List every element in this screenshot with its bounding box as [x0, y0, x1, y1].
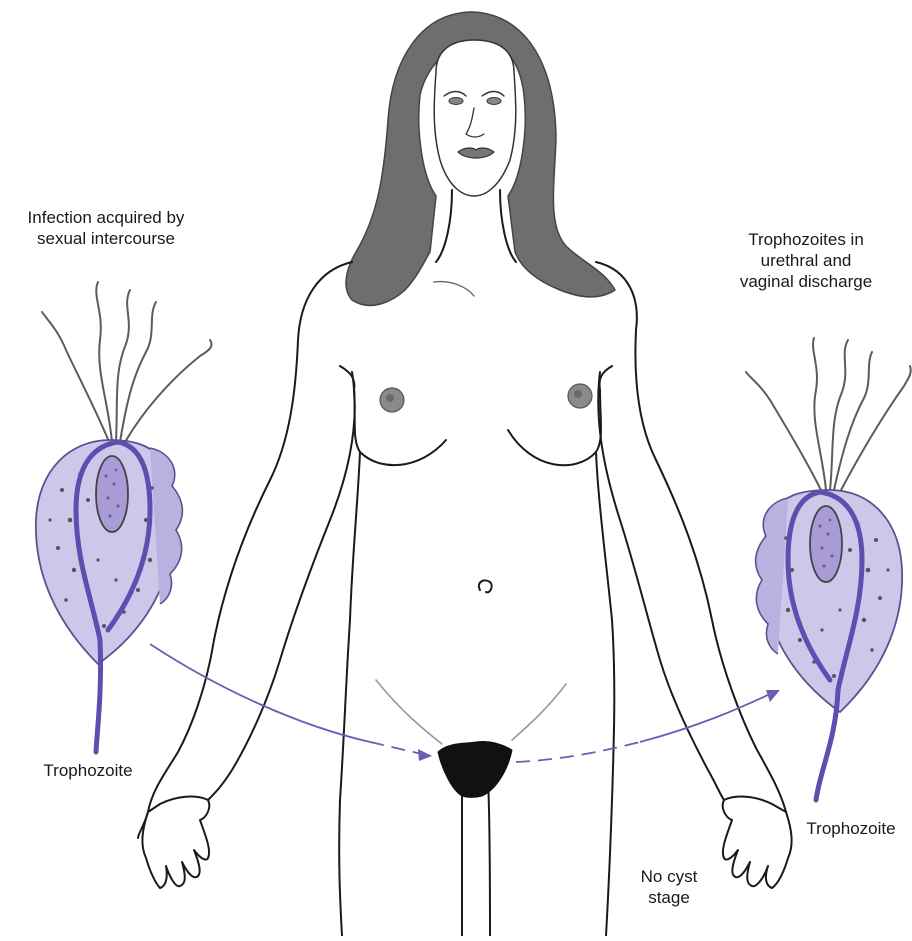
- nucleus-left: [96, 456, 128, 532]
- trophozoite-right-label: Trophozoite: [790, 818, 912, 839]
- pubic-hair: [438, 741, 512, 797]
- face: [434, 40, 516, 196]
- trophozoite-left: [36, 282, 212, 752]
- arrow-to-host-head: [418, 749, 432, 761]
- trophozoite-left-label: Trophozoite: [18, 760, 158, 781]
- no-cyst-line-1: No cyst: [614, 866, 724, 887]
- flagella-left: [42, 282, 212, 444]
- discharge-label-line-3: vaginal discharge: [700, 271, 912, 292]
- right-hand: [723, 797, 792, 888]
- nucleus-right: [810, 506, 842, 582]
- arrow-to-host: [150, 644, 370, 742]
- woman-figure: [138, 12, 792, 936]
- arrow-from-host-head: [766, 690, 780, 702]
- no-cyst-line-2: stage: [614, 887, 724, 908]
- infection-label: Infection acquired by sexual intercourse: [0, 207, 212, 249]
- discharge-label: Trophozoites in urethral and vaginal dis…: [700, 229, 912, 292]
- discharge-label-line-1: Trophozoites in: [700, 229, 912, 250]
- infection-label-line-1: Infection acquired by: [0, 207, 212, 228]
- no-cyst-label: No cyst stage: [614, 866, 724, 908]
- trophozoite-right: [746, 338, 911, 800]
- infection-label-line-2: sexual intercourse: [0, 228, 212, 249]
- left-hand: [142, 797, 209, 888]
- arrow-from-host: [516, 742, 640, 762]
- flagella-right: [746, 338, 911, 492]
- discharge-label-line-2: urethral and: [700, 250, 912, 271]
